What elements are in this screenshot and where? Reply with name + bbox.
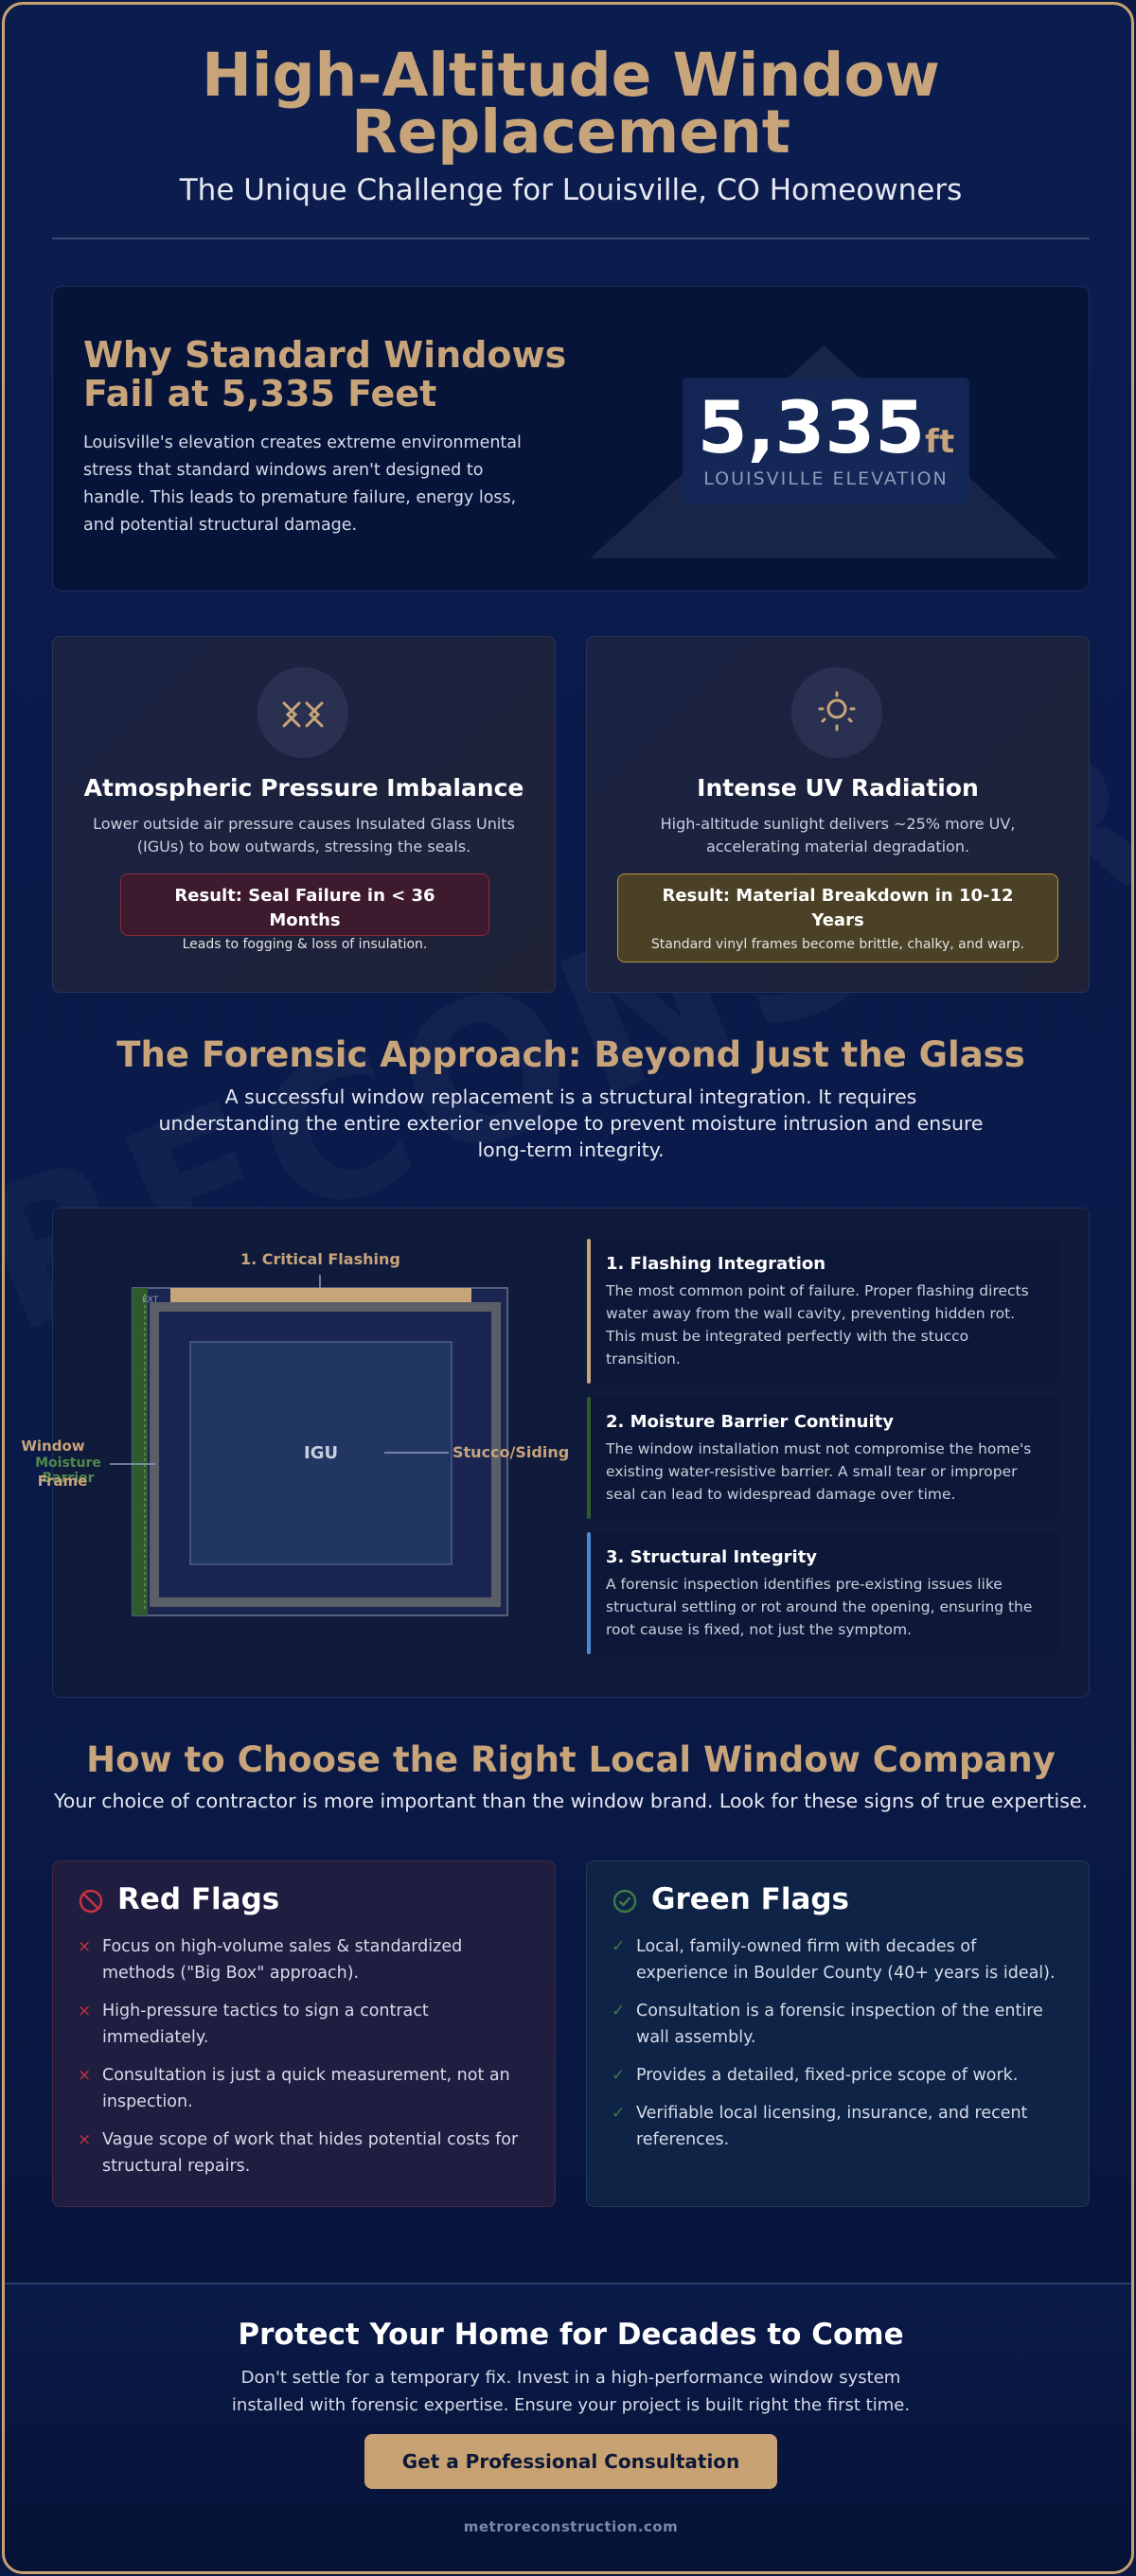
step-structural: 3. Structural Integrity A forensic inspe… [587, 1532, 1058, 1654]
steps-list: 1. Flashing Integration The most common … [587, 1239, 1058, 1667]
green-flags-panel: Green Flags ✓ Local, family-owned firm wi… [586, 1861, 1090, 2207]
green-flags-title: Green Flags [651, 1882, 850, 1916]
elevation-label: LOUISVILLE ELEVATION [703, 468, 949, 489]
list-item: × Consultation is just a quick measuremen… [78, 2062, 532, 2115]
forensic-title: The Forensic Approach: Beyond Just the G… [116, 1034, 1025, 1075]
list-item-text: Consultation is a forensic inspection of… [636, 2002, 1043, 2047]
cta-title: Protect Your Home for Decades to Come [238, 2318, 904, 2352]
ext-label: EXT [142, 1296, 159, 1305]
pressure-result-box: Result: Seal Failure in < 36 Months Lead… [120, 873, 489, 952]
list-item-text: Focus on high-volume sales & standardize… [102, 1937, 463, 1983]
red-flags-list: × Focus on high-volume sales & standardiz… [78, 1933, 532, 2191]
x-icon: × [78, 1937, 92, 1956]
list-item-text: Consultation is just a quick measurement… [102, 2066, 510, 2111]
pressure-arrows-icon [257, 667, 348, 758]
step-accent-bar [587, 1239, 591, 1384]
x-icon: × [78, 2002, 92, 2020]
window-frame-label-top: Window [21, 1438, 85, 1455]
list-item: × High-pressure tactics to sign a contrac… [78, 1998, 532, 2051]
forensic-diagram-panel: 1. Critical Flashing EXT IGU Stucco/Sidi… [21, 1208, 1090, 1698]
list-item-text: Vague scope of work that hides potential… [102, 2130, 519, 2176]
igu-label: IGU [304, 1443, 339, 1463]
step-body: A forensic inspection identifies pre-exi… [606, 1576, 1033, 1638]
red-flags-panel: Red Flags × Focus on high-volume sales & … [52, 1861, 556, 2207]
uv-card-title: Intense UV Radiation [697, 774, 979, 802]
pressure-result-sub: Leads to fogging & loss of insulation. [182, 937, 428, 952]
header-divider [52, 238, 1090, 239]
x-icon: × [78, 2130, 92, 2149]
step-title: 1. Flashing Integration [606, 1254, 826, 1274]
step-accent-bar [587, 1397, 591, 1519]
elevation-unit: ft [925, 423, 955, 461]
x-icon: × [78, 2066, 92, 2085]
pressure-card: Atmospheric Pressure Imbalance Lower out… [52, 636, 556, 993]
step-flashing: 1. Flashing Integration The most common … [587, 1239, 1058, 1384]
cta-body: Don't settle for a temporary fix. Invest… [231, 2368, 911, 2415]
list-item: ✓ Consultation is a forensic inspection o… [612, 1998, 1066, 2051]
green-flags-list: ✓ Local, family-owned firm with decades o… [612, 1933, 1066, 2164]
check-icon: ✓ [612, 1937, 626, 1956]
elevation-value: 5,335 [697, 385, 926, 469]
forensic-subtitle: A successful window replacement is a str… [158, 1085, 984, 1161]
siding-label: Stucco/Siding [453, 1443, 570, 1461]
check-circle-icon [612, 1889, 637, 1914]
step-body: The most common point of failure. Proper… [606, 1282, 1029, 1367]
choose-subtitle: Your choice of contractor is more import… [53, 1790, 1089, 1812]
website-link[interactable]: metroreconstruction.com [463, 2518, 679, 2535]
window-frame-label-bottom: Frame [37, 1473, 88, 1490]
sun-icon [791, 667, 882, 758]
page-title: High-Altitude Window Replacement [5, 45, 1131, 162]
list-item-text: Provides a detailed, fixed-price scope o… [636, 2066, 1019, 2085]
step-moisture: 2. Moisture Barrier Continuity The windo… [587, 1397, 1058, 1519]
step-title: 2. Moisture Barrier Continuity [606, 1412, 895, 1432]
list-item: ✓ Local, family-owned firm with decades o… [612, 1933, 1066, 1986]
pressure-result-title: Result: Seal Failure in < 36 Months [174, 886, 435, 930]
list-item: × Focus on high-volume sales & standardiz… [78, 1933, 532, 1986]
step-body: The window installation must not comprom… [606, 1440, 1032, 1503]
choose-title: How to Choose the Right Local Window Com… [86, 1739, 1056, 1780]
list-item-text: Verifiable local licensing, insurance, a… [636, 2104, 1028, 2149]
pressure-card-title: Atmospheric Pressure Imbalance [83, 774, 524, 802]
why-panel: Why Standard Windows Fail at 5,335 Feet … [52, 286, 1090, 591]
pressure-card-desc: Lower outside air pressure causes Insula… [93, 815, 515, 856]
list-item: ✓ Verifiable local licensing, insurance, … [612, 2100, 1066, 2153]
flashing-label: 1. Critical Flashing [240, 1250, 400, 1268]
moisture-barrier-label: Moisture Barrier [35, 1456, 101, 1486]
check-icon: ✓ [612, 2002, 626, 2020]
elevation-number: 5,335ft [683, 385, 969, 469]
why-body: Louisville's elevation creates extreme e… [83, 433, 522, 535]
cta-section: Protect Your Home for Decades to Come Do… [5, 2283, 1131, 2571]
consultation-button[interactable]: Get a Professional Consultation [364, 2434, 777, 2489]
check-icon: ✓ [612, 2066, 626, 2085]
check-icon: ✓ [612, 2104, 626, 2123]
elevation-stat: 5,335ft LOUISVILLE ELEVATION [683, 378, 969, 504]
uv-result-box: Result: Material Breakdown in 10-12 Year… [617, 873, 1058, 962]
red-flags-title: Red Flags [117, 1882, 280, 1916]
prohibited-icon [79, 1889, 103, 1914]
window-cross-section-diagram [110, 1275, 508, 1616]
page-subtitle: The Unique Challenge for Louisville, CO … [179, 173, 963, 207]
uv-card: Intense UV Radiation High-altitude sunli… [586, 636, 1090, 993]
list-item-text: Local, family-owned firm with decades of… [636, 1937, 1056, 1983]
step-accent-bar [587, 1532, 591, 1654]
why-title: Why Standard Windows Fail at 5,335 Feet [83, 334, 567, 415]
list-item: ✓ Provides a detailed, fixed-price scope … [612, 2062, 1066, 2089]
list-item-text: High-pressure tactics to sign a contract… [102, 2002, 429, 2047]
uv-card-desc: High-altitude sunlight delivers ~25% mor… [660, 815, 1016, 856]
list-item: × Vague scope of work that hides potentia… [78, 2126, 532, 2179]
uv-result-title: Result: Material Breakdown in 10-12 Year… [662, 886, 1014, 930]
uv-result-sub: Standard vinyl frames become brittle, ch… [650, 937, 1025, 952]
step-title: 3. Structural Integrity [606, 1547, 818, 1567]
page-title-text: High-Altitude Window Replacement [202, 41, 940, 167]
